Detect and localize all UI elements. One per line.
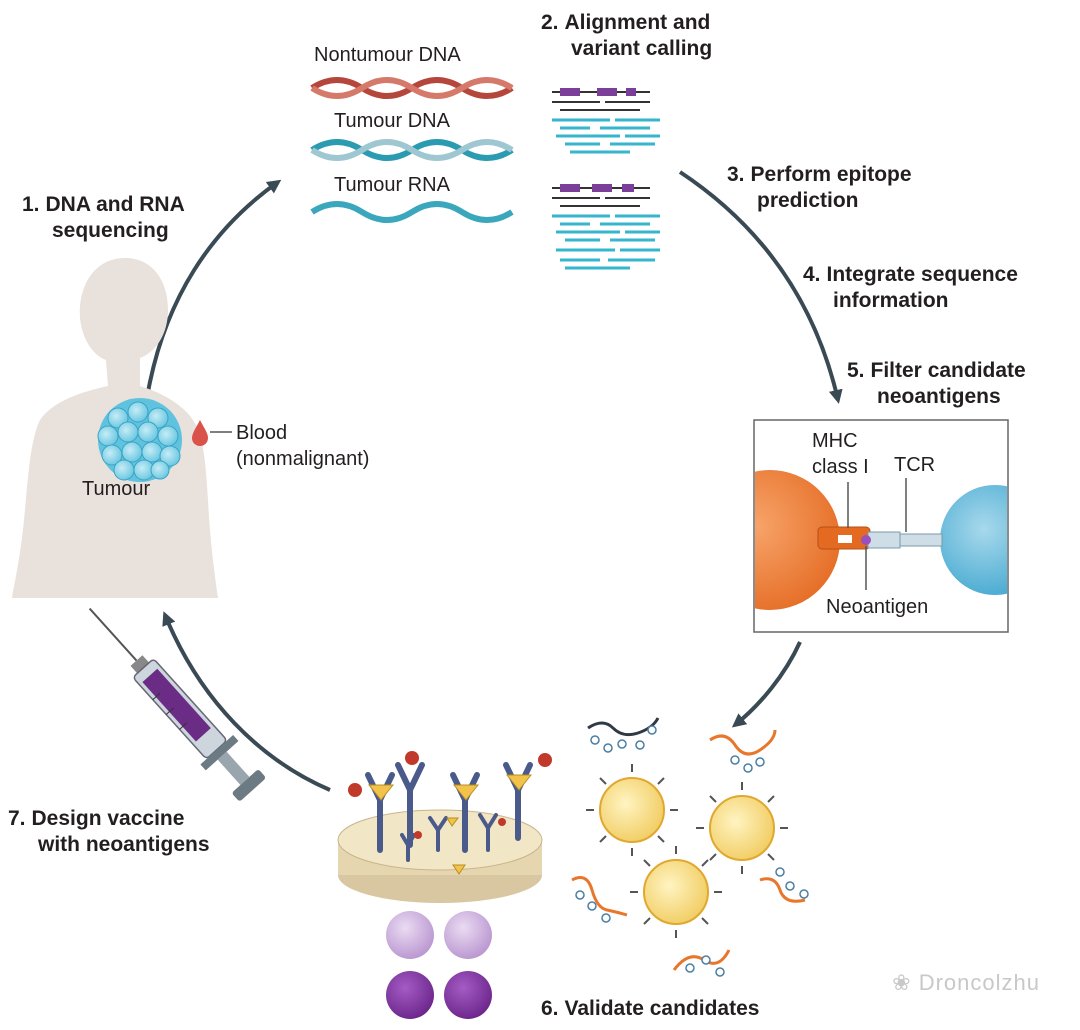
step-6-label: 6.Validate candidates	[541, 996, 759, 1022]
read-alignment-top	[552, 88, 660, 154]
step-5-number: 5.	[847, 359, 865, 382]
step-1-line1: DNA and RNA	[45, 193, 185, 216]
step-2-line2: variant calling	[571, 37, 713, 60]
syringe-icon	[88, 607, 266, 801]
antigen-presenting-cell	[755, 470, 840, 610]
blood-label-line1: Blood	[236, 422, 288, 444]
tumour-dna-helix	[310, 139, 514, 161]
read-alignment-bottom	[552, 184, 660, 270]
mhc-label-line2: class I	[812, 456, 869, 478]
neoantigen-label: Neoantigen	[826, 596, 929, 618]
step-7-line2: with neoantigens	[38, 833, 210, 856]
step-1-number: 1.	[22, 193, 40, 216]
tumour-label: Tumour	[82, 478, 151, 500]
step-4-line1: Integrate sequence	[826, 263, 1018, 286]
step-6-number: 6.	[541, 997, 559, 1020]
cell-spheres	[386, 911, 492, 1019]
step-3-line2: prediction	[757, 189, 859, 212]
step-3-line1: Perform epitope	[750, 163, 912, 186]
nontumour-dna-label: Nontumour DNA	[314, 44, 461, 66]
arrow-5-to-6	[731, 641, 802, 728]
wechat-icon: ❀	[892, 970, 919, 995]
tumour-dna-label: Tumour DNA	[334, 110, 450, 132]
step-2-number: 2.	[541, 11, 559, 34]
step-1-label: 1.DNA and RNA sequencing	[22, 192, 185, 244]
tumour-rna-label: Tumour RNA	[334, 174, 450, 196]
step-5-line1: Filter candidate	[870, 359, 1026, 382]
blood-label-line2: (nonmalignant)	[236, 448, 370, 470]
step-2-label: 2.Alignment and variant calling	[541, 10, 712, 62]
mhc-tcr-inset	[753, 419, 1009, 633]
blood-label: Blood (nonmalignant)	[236, 420, 369, 472]
watermark: ❀ Droncolzhu	[892, 970, 1040, 996]
blood-drop-icon	[192, 420, 208, 446]
arrow-1-to-2	[146, 179, 282, 393]
step-4-line2: information	[833, 289, 949, 312]
peptide-beads	[575, 725, 809, 977]
step-4-number: 4.	[803, 263, 821, 286]
step-7-label: 7.Design vaccine with neoantigens	[8, 806, 210, 858]
step-1-line2: sequencing	[52, 219, 169, 242]
antigen-triangles	[367, 774, 533, 875]
step-7-line1: Design vaccine	[31, 807, 185, 830]
arrow-2-to-5	[678, 170, 843, 404]
step-6-line1: Validate candidates	[564, 997, 760, 1020]
step-3-number: 3.	[727, 163, 745, 186]
t-cell-cluster	[586, 764, 788, 938]
nontumour-dna-helix	[310, 77, 514, 99]
step-7-number: 7.	[8, 807, 26, 830]
mhc-label-line1: MHC	[812, 430, 858, 452]
step-2-line1: Alignment and	[564, 11, 711, 34]
arrow-7-to-body	[162, 611, 331, 792]
antigen-spheres	[348, 751, 552, 839]
tcr-label: TCR	[894, 454, 936, 476]
mhc-class-i-label: MHC class I	[812, 428, 869, 480]
step-5-line2: neoantigens	[877, 385, 1001, 408]
step-3-label: 3.Perform epitope prediction	[727, 162, 912, 214]
t-cell-icon	[940, 485, 1007, 595]
tumour-rna-strand	[310, 201, 514, 223]
step-5-label: 5.Filter candidate neoantigens	[847, 358, 1026, 410]
watermark-text: Droncolzhu	[918, 970, 1040, 995]
tumour-icon	[97, 398, 182, 482]
step-4-label: 4.Integrate sequence information	[803, 262, 1018, 314]
